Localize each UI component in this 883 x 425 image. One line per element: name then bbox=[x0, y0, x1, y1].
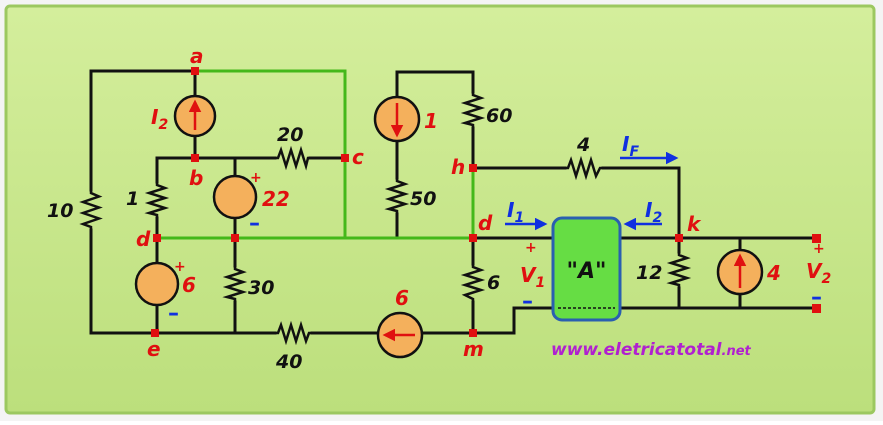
block-a: "A" bbox=[551, 216, 622, 322]
value-r10: 10 bbox=[47, 200, 73, 222]
wire-top-1a-60 bbox=[395, 70, 475, 98]
voltage-source-6 bbox=[134, 261, 180, 307]
current-arrows bbox=[505, 151, 679, 231]
wire-top-left bbox=[89, 69, 197, 192]
node-label-b: b bbox=[189, 166, 203, 190]
value-r50: 50 bbox=[410, 188, 436, 210]
resistor-1 bbox=[144, 182, 170, 218]
node-label-h: h bbox=[451, 155, 465, 179]
label-v2: V2 bbox=[806, 259, 831, 287]
highlight-wires bbox=[155, 69, 475, 240]
node-dot-c bbox=[341, 154, 349, 162]
wires bbox=[89, 69, 818, 335]
node-label-a: a bbox=[190, 44, 204, 68]
label-v1: V1 bbox=[520, 263, 545, 291]
value-v6: 6 bbox=[182, 273, 196, 297]
node-dot-k bbox=[675, 234, 683, 242]
current-source-1 bbox=[373, 95, 421, 143]
node-label-m: m bbox=[463, 337, 484, 361]
label-if: IF bbox=[622, 132, 639, 160]
value-i4-source: 4 bbox=[766, 261, 781, 285]
resistor-4 bbox=[565, 155, 603, 181]
minus-sign-v6: – bbox=[168, 301, 179, 326]
node-label-e: e bbox=[147, 337, 161, 361]
plus-sign-v22: + bbox=[250, 170, 262, 186]
current-source-6 bbox=[376, 311, 424, 359]
node-dot-e bbox=[151, 329, 159, 337]
label-i2-source: I2 bbox=[151, 105, 168, 133]
resistor-50 bbox=[384, 178, 410, 214]
value-i1-source: 1 bbox=[424, 109, 438, 133]
plus-sign-v2: + bbox=[813, 241, 825, 257]
resistor-12 bbox=[666, 252, 692, 288]
node-label-c: c bbox=[352, 145, 364, 169]
plus-sign-v6: + bbox=[174, 259, 186, 275]
background-panel bbox=[4, 4, 876, 415]
current-source-4 bbox=[716, 248, 764, 296]
node-label-k: k bbox=[687, 212, 702, 236]
plus-sign-v1: + bbox=[525, 240, 537, 256]
node-dot-d-mid bbox=[231, 234, 239, 242]
value-r1: 1 bbox=[126, 188, 139, 210]
node-dots bbox=[151, 67, 683, 337]
minus-sign-v2: – bbox=[811, 285, 822, 310]
block-label: "A" bbox=[567, 259, 607, 284]
node-dot-d-right bbox=[469, 234, 477, 242]
value-r40: 40 bbox=[275, 351, 302, 373]
resistor-30 bbox=[222, 266, 248, 302]
resistor-6 bbox=[460, 264, 486, 302]
value-i6-source: 6 bbox=[395, 286, 409, 310]
voltage-source-22 bbox=[212, 174, 258, 220]
value-r20: 20 bbox=[277, 124, 303, 146]
resistor-10 bbox=[79, 190, 103, 230]
node-label-d-left: d bbox=[136, 227, 151, 251]
label-i2: I2 bbox=[645, 198, 662, 226]
node-dot-m bbox=[469, 329, 477, 337]
value-r4: 4 bbox=[576, 134, 590, 156]
wire-left-bottom bbox=[89, 228, 157, 335]
node-dot-b bbox=[191, 154, 199, 162]
green-a-c-d bbox=[193, 69, 347, 240]
node-label-d-right: d bbox=[478, 211, 493, 235]
label-i1: I1 bbox=[507, 198, 524, 226]
minus-sign-v22: – bbox=[249, 211, 260, 236]
current-source-i2 bbox=[173, 94, 217, 138]
watermark: www.eletricatotal.net bbox=[551, 340, 752, 360]
node-dot-h bbox=[469, 164, 477, 172]
value-r12: 12 bbox=[636, 262, 662, 284]
wire-r4-k bbox=[601, 166, 681, 240]
wire-m-block bbox=[471, 306, 555, 335]
resistors bbox=[79, 92, 692, 346]
resistor-20 bbox=[275, 145, 310, 171]
minus-sign-v1: – bbox=[522, 289, 533, 314]
terminal-top bbox=[812, 234, 821, 243]
value-r60: 60 bbox=[486, 105, 512, 127]
node-dot-a bbox=[191, 67, 199, 75]
node-dot-d-left bbox=[153, 234, 161, 242]
value-r30: 30 bbox=[248, 277, 274, 299]
value-v22: 22 bbox=[262, 187, 290, 211]
terminal-bottom bbox=[812, 304, 821, 313]
resistor-60 bbox=[460, 92, 486, 128]
value-r6: 6 bbox=[487, 272, 500, 294]
resistor-40 bbox=[275, 320, 312, 346]
